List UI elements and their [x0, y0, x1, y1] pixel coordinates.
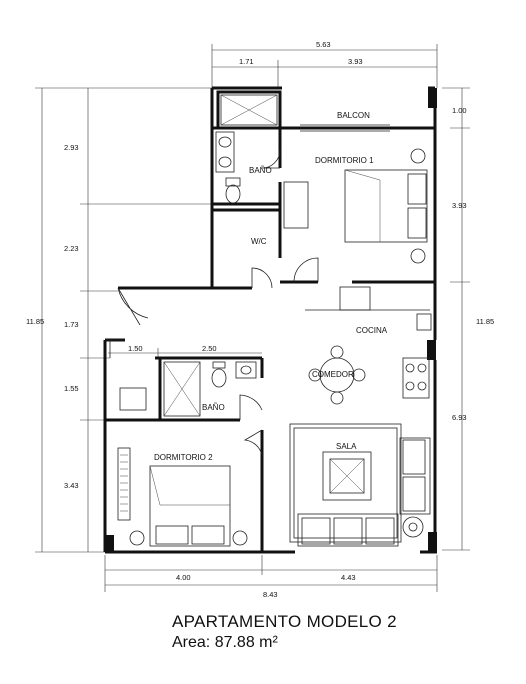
plan-caption: APARTAMENTO MODELO 2 Area: 87.88 m²	[172, 612, 397, 652]
dim-top-left: 1.71	[239, 57, 254, 66]
dim-top-total: 5.63	[316, 40, 331, 49]
dim-bottom-total: 8.43	[263, 590, 278, 599]
dim-left-b: 2.23	[64, 244, 79, 253]
dim-left-e: 3.43	[64, 481, 79, 490]
dim-right-total: 11.85	[476, 317, 494, 326]
dim-inner-a: 1.50	[128, 344, 143, 353]
dim-inner-b: 2.50	[202, 344, 217, 353]
dim-left-total: 11.85	[26, 317, 44, 326]
room-label-dormitorio-1: DORMITORIO 1	[315, 156, 374, 165]
room-label-dormitorio-2: DORMITORIO 2	[154, 453, 213, 462]
room-label-balcon: BALCON	[337, 111, 370, 120]
dimension-labels: 5.63 1.71 3.93 1.00 3.93 11.85 6.93 11.8…	[26, 40, 494, 599]
dim-right-balcon: 1.00	[452, 106, 467, 115]
walls	[103, 86, 437, 554]
dim-left-d: 1.55	[64, 384, 79, 393]
room-label-cocina: COCINA	[356, 326, 388, 335]
room-label-bano-2: BAÑO	[202, 403, 225, 412]
dimension-lines	[35, 44, 470, 592]
dim-right-lower: 6.93	[452, 413, 467, 422]
room-label-comedor: COMEDOR	[312, 370, 354, 379]
dim-top-right: 3.93	[348, 57, 363, 66]
room-labels: BALCON DORMITORIO 1 BAÑO W/C COCINA COME…	[154, 111, 388, 462]
dim-left-c: 1.73	[64, 320, 79, 329]
plan-area: Area: 87.88 m²	[172, 634, 278, 651]
doors	[105, 149, 319, 456]
room-label-sala: SALA	[336, 442, 357, 451]
room-label-bano-1: BAÑO	[249, 166, 272, 175]
dim-bottom-left: 4.00	[176, 573, 191, 582]
dim-left-a: 2.93	[64, 143, 79, 152]
room-label-wc: W/C	[251, 237, 267, 246]
fixtures	[117, 94, 432, 547]
plan-title: APARTAMENTO MODELO 2	[172, 612, 397, 631]
dim-right-dorm: 3.93	[452, 201, 467, 210]
dim-bottom-right: 4.43	[341, 573, 356, 582]
